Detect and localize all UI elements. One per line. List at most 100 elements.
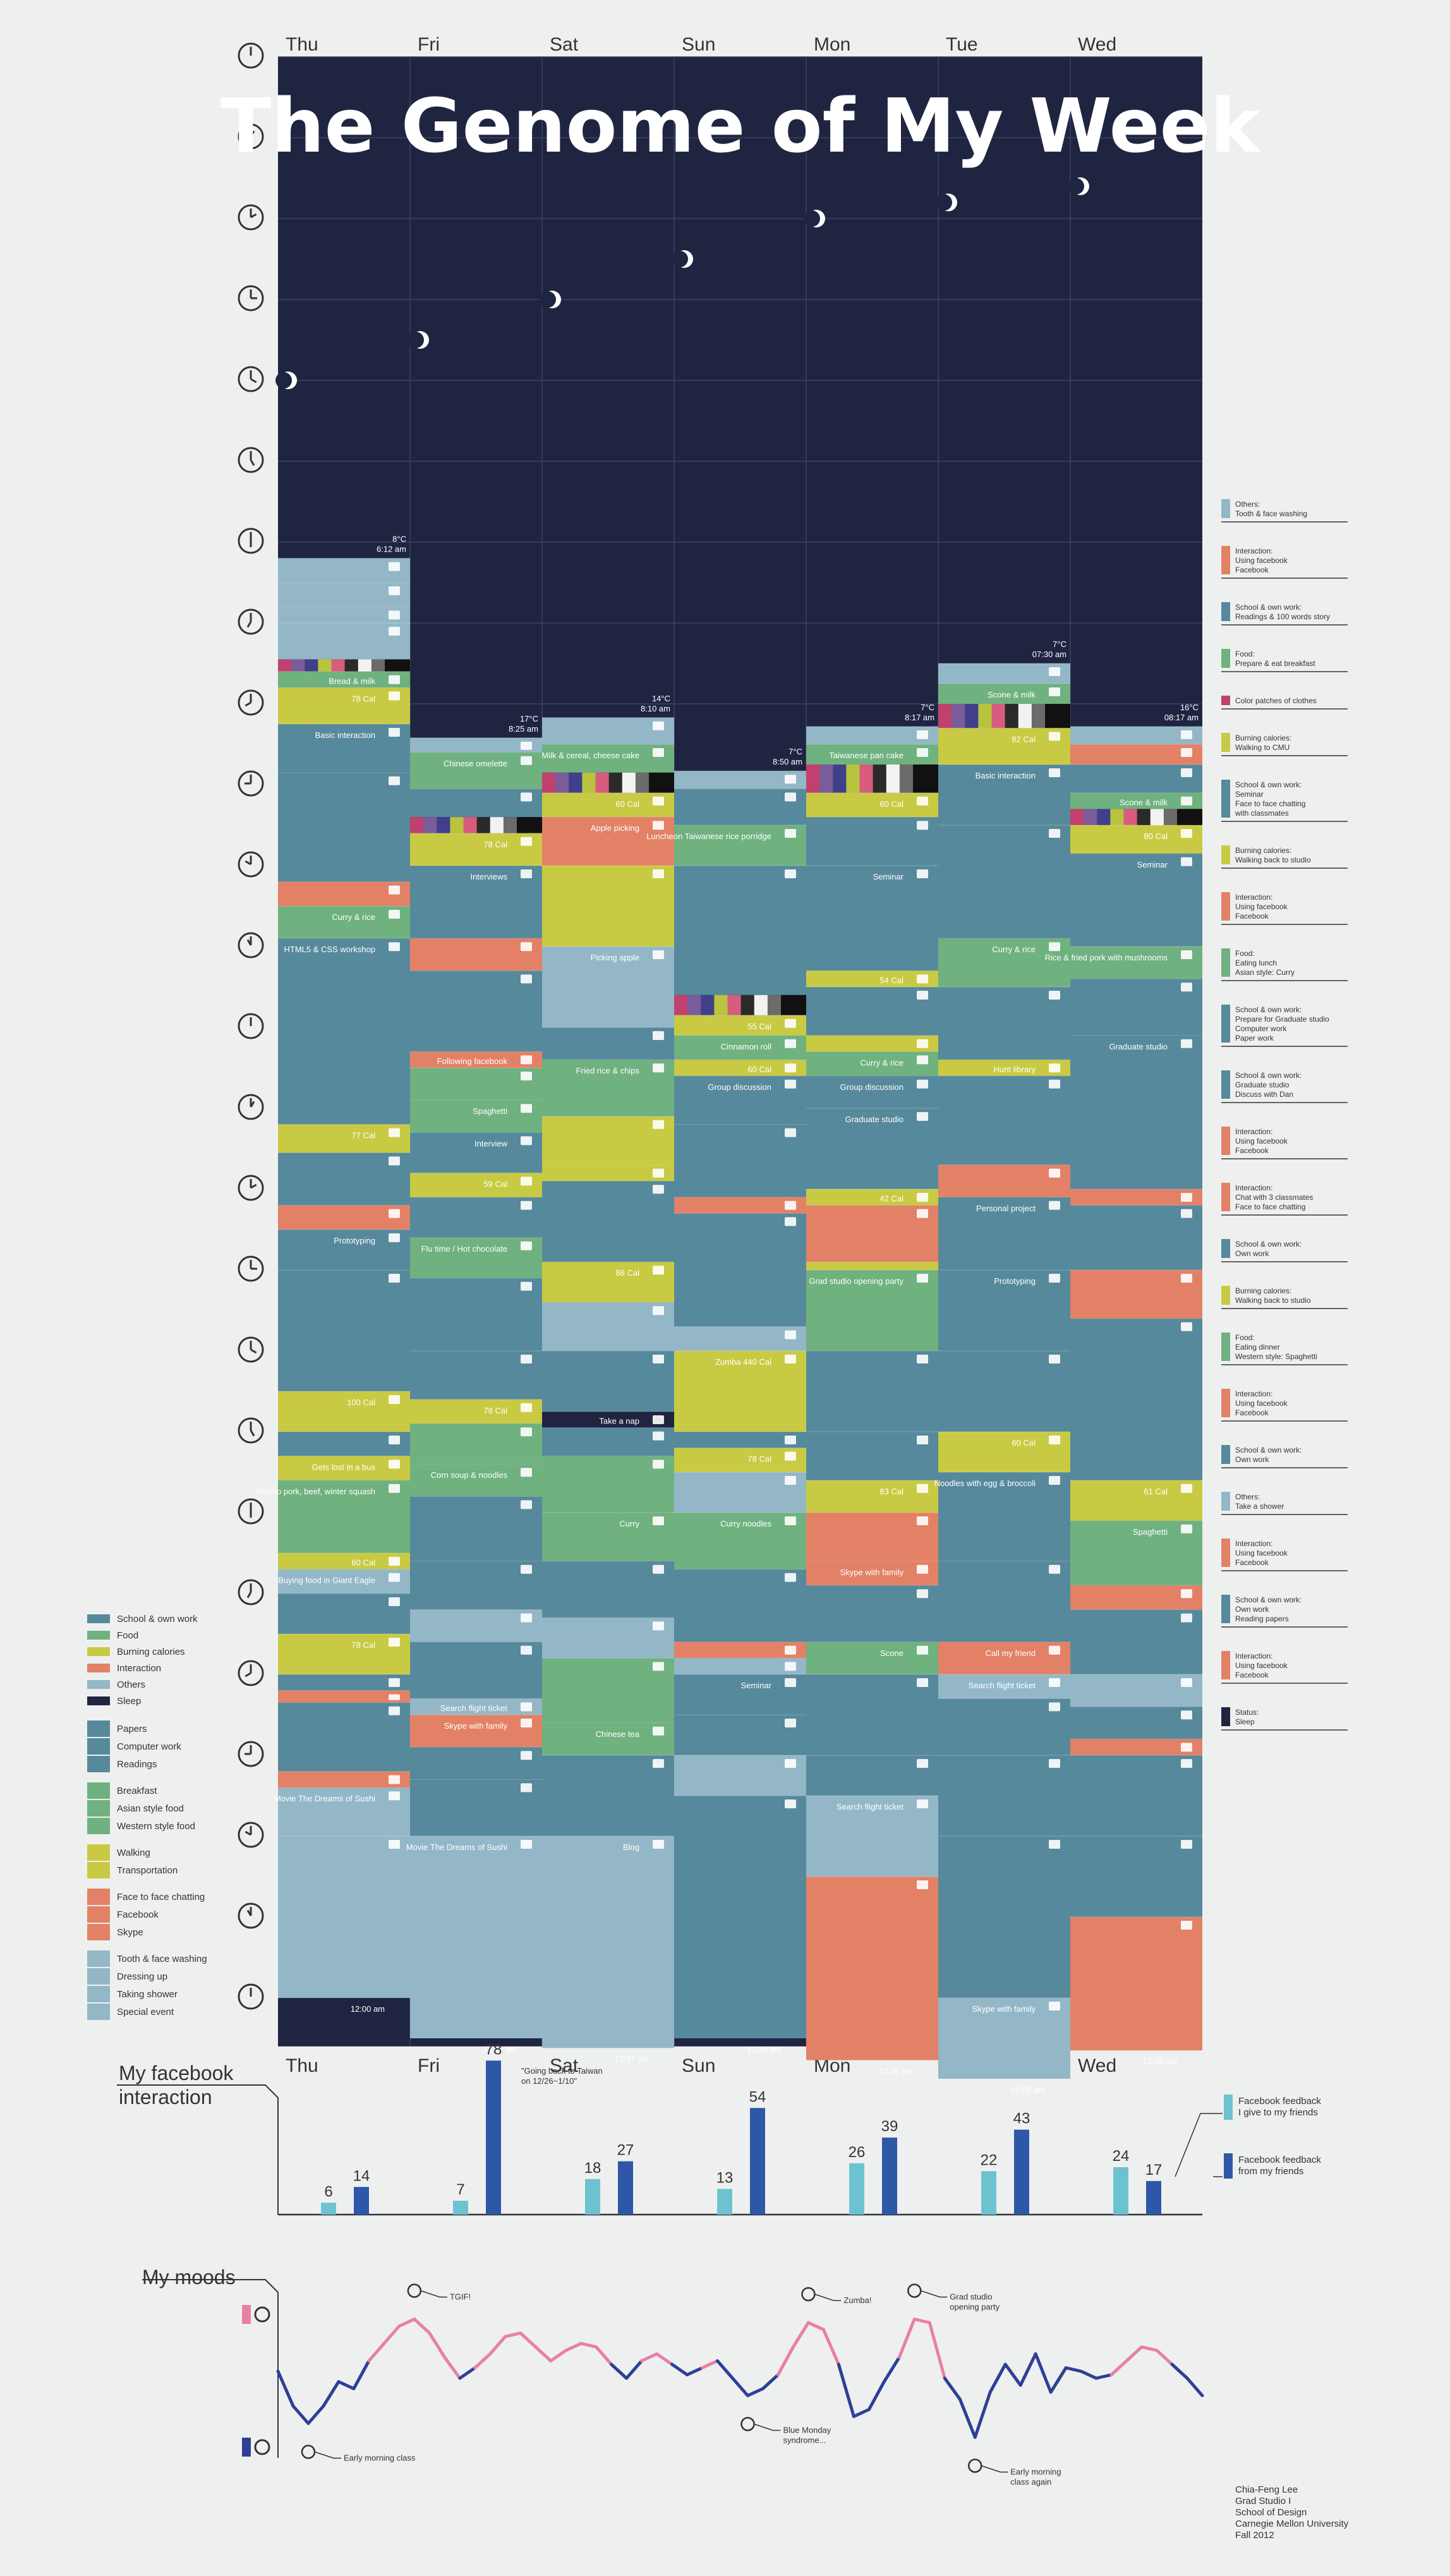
mood-line-segment (276, 2369, 295, 2408)
sleep-time: 12:37 am (615, 2054, 649, 2064)
annotation-text: Facebook (1235, 1146, 1269, 1155)
activity-icon (1049, 768, 1060, 777)
clothes-patch-icon-bg (517, 817, 542, 833)
mood-line-segment (1049, 2366, 1068, 2394)
activity-block (806, 1755, 938, 1796)
fb-bar-value: 14 (353, 2167, 370, 2184)
mood-line-segment (352, 2359, 371, 2390)
annotation-text: Facebook (1235, 1558, 1269, 1567)
mood-annotation: Early morning (1010, 2467, 1061, 2477)
activity-block (938, 1755, 1070, 1836)
mood-line-segment (367, 2342, 386, 2362)
clothes-color-patch (687, 995, 701, 1015)
activity-icon (653, 1168, 664, 1178)
annotation-text: Own work (1235, 1249, 1269, 1258)
chat-icon (87, 1889, 110, 1905)
annotation-swatch (1221, 546, 1230, 574)
activity-block (278, 1690, 410, 1703)
activity-block (806, 1585, 938, 1642)
annotation-text: Western style: Spaghetti (1235, 1352, 1317, 1361)
facebook-icon (87, 1906, 110, 1923)
mood-line-segment (640, 2352, 659, 2362)
activity-icon (521, 1468, 532, 1477)
mood-line-segment (413, 2318, 432, 2335)
activity-block (806, 1796, 938, 1877)
activity-icon (521, 1072, 532, 1080)
fb-from-bar (750, 2108, 765, 2215)
activity-icon (1049, 1168, 1060, 1178)
activity-block (806, 1674, 938, 1755)
activity-block (278, 1432, 410, 1456)
activity-icon (1181, 730, 1192, 739)
clock-icon (238, 1902, 264, 1929)
activity-label: Buying food in Giant Eagle (278, 1576, 375, 1585)
activity-icon (1049, 1274, 1060, 1283)
clock-hand (245, 1830, 251, 1836)
clock-icon (238, 528, 264, 554)
clothes-color-patch (899, 765, 914, 793)
activity-label: Blog (623, 1842, 639, 1852)
activity-block (278, 1771, 410, 1788)
activity-icon (521, 792, 532, 802)
activity-icon (521, 1613, 532, 1623)
activity-icon (1181, 796, 1192, 806)
activity-icon (917, 730, 928, 739)
mood-annotation-2: syndrome... (783, 2436, 826, 2445)
annotation-swatch (1221, 649, 1230, 668)
activity-icon (389, 1706, 400, 1715)
activity-icon (521, 1055, 532, 1065)
clock-icon (238, 1255, 264, 1282)
activity-label: Scone & milk (1120, 797, 1168, 807)
activity-icon (389, 675, 400, 684)
annotation-text: Face to face chatting (1235, 799, 1305, 808)
clothes-color-patch (806, 765, 820, 793)
activity-label: Bread & milk (329, 676, 375, 686)
happy-face-icon (907, 2283, 922, 2298)
mood-line-segment (1034, 2352, 1053, 2394)
mood-line-segment (458, 2366, 477, 2380)
activity-icon (917, 1079, 928, 1089)
activity-icon (785, 1330, 796, 1339)
activity-block (806, 1270, 938, 1351)
activity-block (806, 1351, 938, 1432)
clothes-color-patch (965, 704, 979, 729)
day-label-bottom: Fri (418, 2055, 440, 2076)
clock-icon (238, 770, 264, 797)
activity-block (1070, 765, 1202, 793)
activity-label: Luncheon Taiwanese rice porridge (646, 831, 771, 841)
activity-icon (917, 796, 928, 806)
shirt-icon (87, 1968, 110, 1985)
mood-annotation-leader (420, 2290, 447, 2298)
activity-icon (389, 691, 400, 701)
day-label-bottom: Thu (286, 2055, 318, 2076)
fb-from-bar (354, 2187, 369, 2215)
activity-icon (1181, 1274, 1192, 1283)
activity-block (278, 1702, 410, 1772)
happy-face-icon (254, 2306, 270, 2323)
activity-icon (653, 1460, 664, 1469)
mood-line-segment (882, 2355, 901, 2383)
mood-line-segment (958, 2397, 977, 2439)
activity-icon (389, 1460, 400, 1469)
clothes-color-patch (833, 765, 847, 793)
legend-icon-label: Skype (117, 1927, 143, 1938)
activity-block (278, 1456, 410, 1480)
clothes-color-patch (740, 995, 755, 1015)
activity-icon (1181, 1589, 1192, 1599)
clothes-color-patch (305, 659, 318, 672)
activity-block (278, 1270, 410, 1391)
activity-block (542, 1116, 674, 1165)
activity-label: Grad studio opening party (809, 1276, 903, 1286)
clothes-patch-icon-bg (649, 772, 674, 793)
mood-annotation: Zumba! (843, 2295, 871, 2305)
mood-sad-swatch (242, 2438, 251, 2457)
activity-icon (1049, 942, 1060, 952)
activity-icon (1181, 1743, 1192, 1752)
clothes-color-patch (1110, 809, 1124, 825)
activity-block (1070, 946, 1202, 979)
activity-label: 54 Cal (879, 976, 903, 985)
activity-block (410, 1642, 542, 1699)
activity-icon (389, 586, 400, 595)
activity-label: 55 Cal (747, 1022, 771, 1031)
annotation-swatch (1221, 1333, 1230, 1361)
